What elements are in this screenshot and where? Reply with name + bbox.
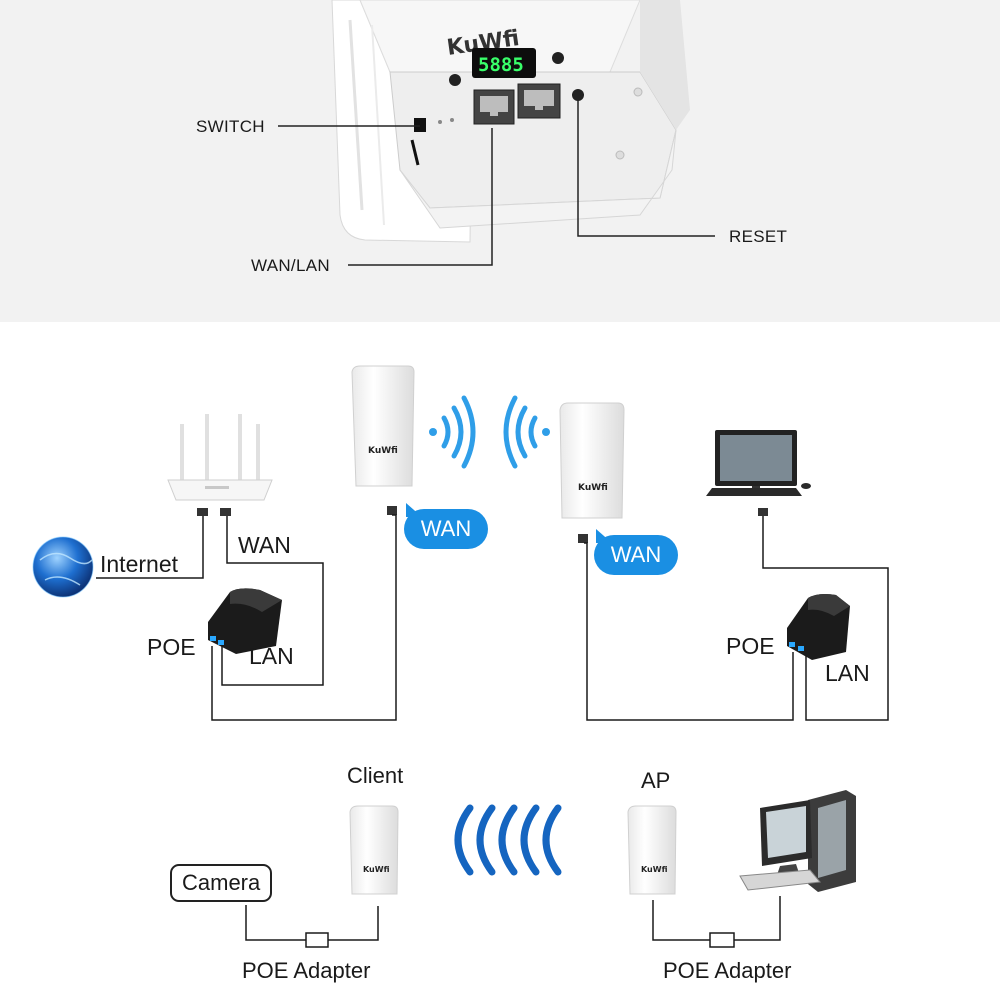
keyboard-icon: [706, 483, 811, 516]
cpe-brand-label: KuWfi: [641, 865, 668, 874]
cpe-device-icon: KuWfi: [351, 365, 415, 515]
wan-lan-label: WAN/LAN: [251, 256, 330, 275]
poe-injector-icon: [208, 588, 282, 654]
internet-label: Internet: [100, 551, 178, 577]
wan-bubble-right: WAN: [594, 529, 678, 575]
reset-label: RESET: [729, 227, 788, 246]
callout-lines: [278, 100, 715, 266]
right-lan-label: LAN: [825, 660, 870, 686]
cpe-device-icon: KuWfi: [627, 805, 677, 895]
left-poe-label: POE: [147, 634, 196, 660]
router-icon: [167, 414, 273, 516]
right-poe-label: POE: [726, 633, 775, 659]
bottom-cables: [245, 896, 781, 941]
rj45-port-icon: [517, 83, 561, 119]
cpe-brand-label: KuWfi: [578, 483, 608, 493]
cpe-device-closeup: KuWfi 5885: [331, 0, 690, 243]
cpe-brand-label: KuWfi: [363, 865, 390, 874]
left-lan-label: LAN: [249, 643, 294, 669]
switch-toggle: [414, 118, 426, 132]
wifi-wave-icon: [503, 395, 550, 469]
router-wan-label: WAN: [238, 532, 291, 558]
poe-adapter-box: [709, 932, 735, 948]
ap-label: AP: [641, 768, 671, 793]
rj45-port-icon: [473, 89, 515, 125]
globe-icon: [32, 536, 94, 598]
desktop-pc-icon: [739, 790, 856, 892]
poe-adapter-left-label: POE Adapter: [242, 958, 371, 983]
wifi-wave-icon: [429, 395, 476, 469]
led-display-readout: 5885: [478, 54, 524, 76]
reset-button-hole: [572, 89, 584, 101]
wifi-wave-icon: [454, 804, 562, 876]
monitor-icon: [715, 430, 797, 492]
cpe-device-icon: KuWfi: [559, 402, 625, 543]
poe-injector-icon: [787, 594, 850, 660]
network-cables: [96, 514, 889, 721]
cpe-device-icon: KuWfi: [349, 805, 399, 895]
poe-adapter-right-label: POE Adapter: [663, 958, 792, 983]
wan-bubble-left: WAN: [404, 503, 488, 549]
switch-label: SWITCH: [196, 117, 265, 136]
poe-adapter-box: [305, 932, 329, 948]
cpe-brand-label: KuWfi: [368, 446, 398, 456]
client-label: Client: [347, 763, 404, 788]
camera-label-box: Camera: [170, 864, 273, 902]
led-display: [472, 48, 536, 78]
